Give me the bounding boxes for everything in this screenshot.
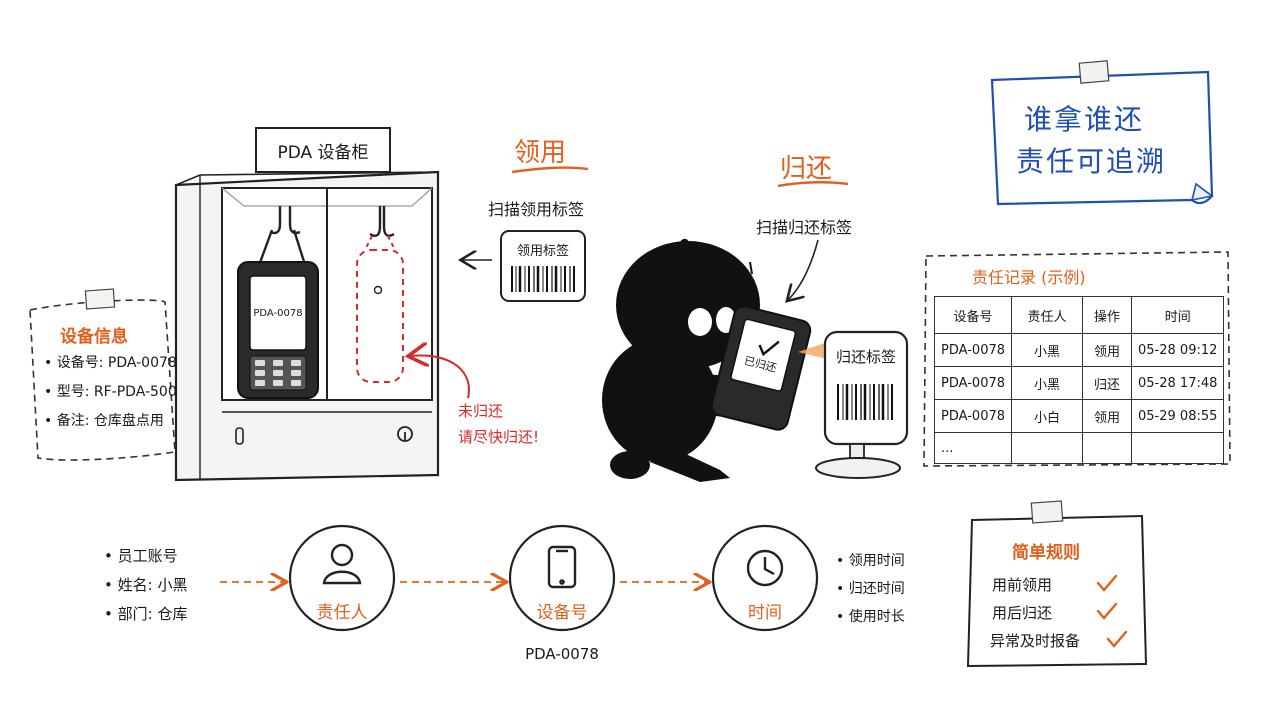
motto-line1: 谁拿谁还 <box>1024 103 1145 136</box>
table-ellipsis: ... <box>933 432 1013 464</box>
empty-slot-outline <box>356 249 404 383</box>
handheld-pda-icon <box>710 305 812 431</box>
table-cell: 归还 <box>1082 366 1133 400</box>
table-cell <box>1082 432 1133 464</box>
not-returned-arrow <box>410 355 470 399</box>
device-info-item: 备注: 仓库盘点用 <box>44 410 164 430</box>
pda-device-icon <box>237 261 319 399</box>
records-table: 设备号 责任人 操作 时间 PDA-0078 小黑 领用 05-28 09:12… <box>933 296 1225 464</box>
return-tag-stand <box>815 330 909 479</box>
clock-icon <box>746 549 784 587</box>
return-arrow <box>788 239 819 300</box>
person-icon <box>322 543 362 585</box>
device-circle <box>508 524 616 632</box>
table-header-cell: 操作 <box>1082 296 1133 334</box>
table-header-cell: 设备号 <box>933 296 1013 334</box>
table-cell: 小白 <box>1011 399 1084 433</box>
table-cell: PDA-0078 <box>933 333 1013 367</box>
not-returned-line2: 请尽快归还! <box>458 428 540 446</box>
phone-icon <box>547 545 577 589</box>
table-header-row: 设备号 责任人 操作 时间 <box>933 296 1225 334</box>
table-cell: 05-29 08:55 <box>1131 399 1225 433</box>
table-cell: PDA-0078 <box>933 399 1013 433</box>
time-label: 时间 <box>748 603 782 623</box>
person-item: 姓名: 小黑 <box>104 574 188 595</box>
table-cell <box>1011 432 1084 464</box>
table-cell: PDA-0078 <box>933 366 1013 400</box>
person-item: 部门: 仓库 <box>104 603 188 624</box>
table-header-cell: 责任人 <box>1011 296 1084 334</box>
table-row: PDA-0078 小黑 领用 05-28 09:12 <box>933 333 1225 367</box>
borrow-tag-label: 领用标签 <box>516 244 569 259</box>
cabinet-sign <box>255 127 391 173</box>
not-returned-line1: 未归还 <box>458 402 504 420</box>
device-info-item: 型号: RF-PDA-500 <box>44 381 177 401</box>
time-item: 使用时长 <box>836 606 905 626</box>
rules-title: 简单规则 <box>1012 543 1080 563</box>
device-id: PDA-0078 <box>525 645 599 663</box>
table-cell: 05-28 09:12 <box>1131 333 1225 367</box>
rules-note <box>966 514 1148 668</box>
table-header-cell: 时间 <box>1131 296 1225 334</box>
rule-item: 异常及时报备 <box>990 632 1081 650</box>
borrow-subtitle: 扫描领用标签 <box>488 200 585 219</box>
character-icon <box>602 238 760 482</box>
records-title: 责任记录 (示例) <box>972 268 1086 287</box>
rule-item: 用后归还 <box>992 604 1053 622</box>
return-subtitle: 扫描归还标签 <box>756 218 853 237</box>
borrow-title: 领用 <box>514 138 567 168</box>
device-info-item: 设备号: PDA-0078 <box>44 352 177 372</box>
time-item: 归还时间 <box>836 578 905 598</box>
table-row: PDA-0078 小白 领用 05-29 08:55 <box>933 399 1225 433</box>
table-cell: 05-28 17:48 <box>1131 366 1225 400</box>
device-info-title: 设备信息 <box>60 327 128 347</box>
person-item: 员工账号 <box>104 545 178 566</box>
table-cell: 领用 <box>1082 333 1133 367</box>
motto-line2: 责任可追溯 <box>1016 145 1167 178</box>
return-title: 归还 <box>780 154 833 184</box>
motto-note <box>990 70 1214 206</box>
barcode-icon <box>511 266 575 292</box>
table-cell: 小黑 <box>1011 333 1084 367</box>
rule-item: 用前领用 <box>992 576 1053 594</box>
table-cell: 领用 <box>1082 399 1133 433</box>
cabinet-device-screen: PDA-0078 <box>253 308 303 319</box>
return-tag-label: 归还标签 <box>835 348 896 366</box>
person-label: 责任人 <box>316 603 368 623</box>
table-row: ... <box>933 432 1225 464</box>
table-cell <box>1131 432 1225 464</box>
time-circle <box>711 524 819 632</box>
check-icon <box>1096 574 1128 648</box>
table-row: PDA-0078 小黑 归还 05-28 17:48 <box>933 366 1225 400</box>
table-cell: 小黑 <box>1011 366 1084 400</box>
cabinet-label: PDA 设备柜 <box>277 143 369 163</box>
person-circle <box>288 524 396 632</box>
device-label: 设备号 <box>536 603 588 623</box>
time-item: 领用时间 <box>836 550 905 570</box>
